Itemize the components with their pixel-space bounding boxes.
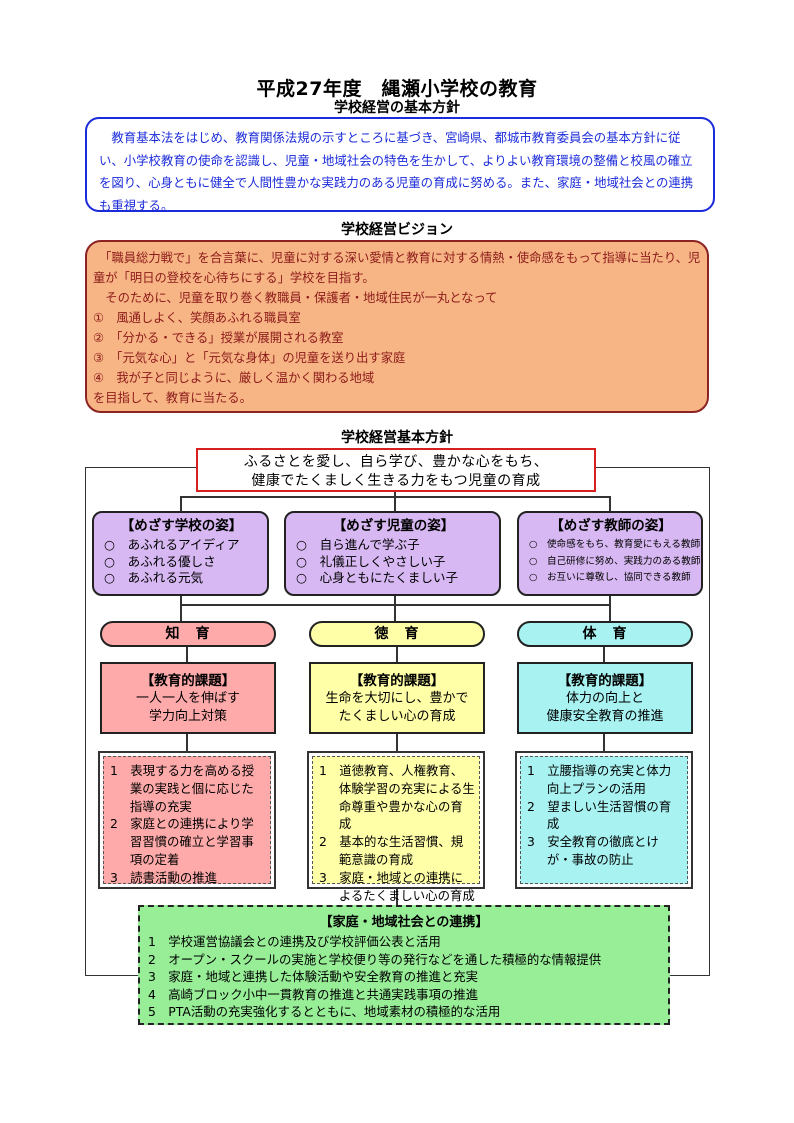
goal-box-student: 【めざす児童の姿】 ○ 自ら進んで学ぶ子 ○ 礼儀正しくやさしい子 ○ 心身とも… [284, 511, 501, 596]
goal-title: 【めざす児童の姿】 [332, 518, 455, 534]
issue-line: 生命を大切にし、豊かで [325, 691, 469, 706]
connector-line [603, 647, 605, 662]
goal-item: ○ 礼儀正しくやさしい子 [296, 553, 446, 569]
community-item: 3 家庭・地域と連携した体験活動や安全教育の推進と充実 [148, 969, 479, 985]
vision-item: ③ 「元気な心」と「元気な身体」の児童を送り出す家庭 [93, 351, 406, 365]
connector-line [180, 596, 182, 621]
connector-line [396, 647, 398, 662]
motto-line: 健康でたくましく生きる力をもつ児童の育成 [251, 473, 541, 489]
detail-item: 1 道徳教育、人権教育、体験学習の充実による生命尊重や豊かな心の育成 [319, 763, 475, 832]
goal-item: ○ 自ら進んで学ぶ子 [296, 537, 420, 552]
detail-box-intellect: 1 表現する力を高める授業の実践と個に応じた指導の充実 2 家庭との連携により学… [98, 751, 276, 889]
connector-line [609, 496, 611, 511]
detail-inner: 1 立腰指導の充実と体力向上プランの活用 2 望ましい生活習慣の育成 3 安全教… [520, 756, 688, 884]
goal-item: ○ 使命感をもち、教育愛にもえる教師 [529, 539, 701, 550]
connector-line [396, 889, 398, 905]
goal-item: ○ あふれる元気 [104, 570, 204, 585]
detail-box-physical: 1 立腰指導の充実と体力向上プランの活用 2 望ましい生活習慣の育成 3 安全教… [515, 751, 693, 889]
vision-title: 学校経営ビジョン [341, 222, 453, 238]
vision-box: 「職員総力戦で」を合言葉に、児童に対する深い愛情と教育に対する情熱・使命感をもっ… [85, 240, 709, 413]
detail-item: 2 基本的な生活習慣、規範意識の育成 [319, 834, 464, 867]
policy-text: 教育基本法をはじめ、教育関係法規の示すところに基づき、宮崎県、都城市教育委員会の… [99, 130, 694, 213]
detail-item: 3 家庭・地域との連携によるたくましい心の育成 [319, 869, 475, 903]
detail-item: 3 読書活動の推進 [110, 869, 218, 885]
detail-item: 3 安全教育の徹底とけが・事故の防止 [527, 834, 659, 867]
issue-title: 【教育的課題】 [349, 673, 445, 689]
connector-line [186, 734, 188, 751]
vision-closing: を目指して、教育に当たる。 [93, 391, 252, 405]
pillar-morality: 徳 育 [309, 621, 485, 647]
connector-line [180, 496, 182, 511]
connector-line [394, 492, 396, 511]
detail-item: 2 望ましい生活習慣の育成 [527, 798, 672, 832]
goal-box-teacher: 【めざす教師の姿】 ○ 使命感をもち、教育愛にもえる教師 ○ 自己研修に努め、実… [517, 511, 703, 596]
community-item: 5 PTA活動の充実強化するとともに、地域素材の積極的な活用 [148, 1004, 501, 1020]
goal-item: ○ 心身ともにたくましい子 [296, 570, 459, 585]
policy-title: 学校経営の基本方針 [334, 100, 460, 116]
issue-line: たくましい心の育成 [338, 709, 456, 724]
detail-item: 1 表現する力を高める授業の実践と個に応じた指導の充実 [110, 763, 255, 814]
goal-title: 【めざす学校の姿】 [120, 518, 243, 534]
community-title: 【家庭・地域社会との連携】 [319, 915, 489, 930]
pillar-physical: 体 育 [517, 621, 693, 647]
goal-item: ○ あふれるアイディア [104, 537, 240, 552]
page-title: 平成27年度 縄瀬小学校の教育 [256, 78, 538, 100]
connector-line [394, 596, 396, 621]
detail-inner: 1 道徳教育、人権教育、体験学習の充実による生命尊重や豊かな心の育成 2 基本的… [312, 756, 480, 903]
issue-line: 健康安全教育の推進 [546, 709, 664, 724]
vision-item: ① 風通しよく、笑顔あふれる職員室 [93, 311, 301, 325]
detail-item: 2 家庭との連携により学習習慣の確立と学習事項の定着 [110, 816, 254, 867]
connector-line [186, 647, 188, 662]
detail-item: 1 立腰指導の充実と体力向上プランの活用 [527, 763, 672, 796]
basic-policy-title: 学校経営基本方針 [341, 430, 453, 446]
goal-title: 【めざす教師の姿】 [550, 518, 672, 534]
goal-item: ○ あふれる優しさ [104, 553, 216, 569]
pillar-intellect: 知 育 [100, 621, 276, 647]
issue-line: 体力の向上と [565, 691, 644, 706]
connector-line [603, 734, 605, 751]
goal-item: ○ お互いに尊敬し、協同できる教師 [529, 572, 691, 583]
goal-box-school: 【めざす学校の姿】 ○ あふれるアイディア ○ あふれる優しさ ○ あふれる元気 [92, 511, 269, 596]
community-box: 【家庭・地域社会との連携】 1 学校運営協議会との連携及び学校評価公表と活用 2… [138, 905, 670, 1025]
vision-item: ④ 我が子と同じように、厳しく温かく関わる地域 [93, 371, 375, 385]
vision-intro: 「職員総力戦で」を合言葉に、児童に対する深い愛情と教育に対する情熱・使命感をもっ… [93, 251, 701, 285]
issue-box-intellect: 【教育的課題】 一人一人を伸ばす 学力向上対策 [100, 662, 276, 734]
detail-inner: 1 表現する力を高める授業の実践と個に応じた指導の充実 2 家庭との連携により学… [103, 756, 271, 885]
school-motto: ふるさとを愛し、自ら学び、豊かな心をもち、 健康でたくましく生きる力をもつ児童の… [196, 448, 596, 492]
policy-box: 教育基本法をはじめ、教育関係法規の示すところに基づき、宮崎県、都城市教育委員会の… [85, 117, 715, 213]
connector-line [396, 734, 398, 751]
connector-line [609, 596, 611, 621]
community-item: 1 学校運営協議会との連携及び学校評価公表と活用 [148, 934, 441, 949]
community-item: 4 高崎ブロック小中一貫教育の推進と共通実践事項の推進 [148, 986, 479, 1002]
vision-item: ② 「分かる・できる」授業が展開される教室 [93, 331, 344, 345]
goal-item: ○ 自己研修に努め、実践力のある教師 [529, 555, 701, 567]
motto-line: ふるさとを愛し、自ら学び、豊かな心をもち、 [243, 454, 549, 470]
issue-box-morality: 【教育的課題】 生命を大切にし、豊かで たくましい心の育成 [309, 662, 485, 734]
community-item: 2 オープン・スクールの実施と学校便り等の発行などを通した積極的な情報提供 [148, 951, 602, 967]
issue-line: 学力向上対策 [148, 709, 227, 724]
issue-title: 【教育的課題】 [140, 673, 236, 689]
issue-box-physical: 【教育的課題】 体力の向上と 健康安全教育の推進 [517, 662, 693, 734]
issue-line: 一人一人を伸ばす [135, 691, 240, 706]
connector-line [180, 496, 610, 498]
detail-box-morality: 1 道徳教育、人権教育、体験学習の充実による生命尊重や豊かな心の育成 2 基本的… [307, 751, 485, 903]
issue-title: 【教育的課題】 [557, 673, 653, 689]
vision-lead: そのために、児童を取り巻く教職員・保護者・地域住民が一丸となって [105, 291, 498, 305]
